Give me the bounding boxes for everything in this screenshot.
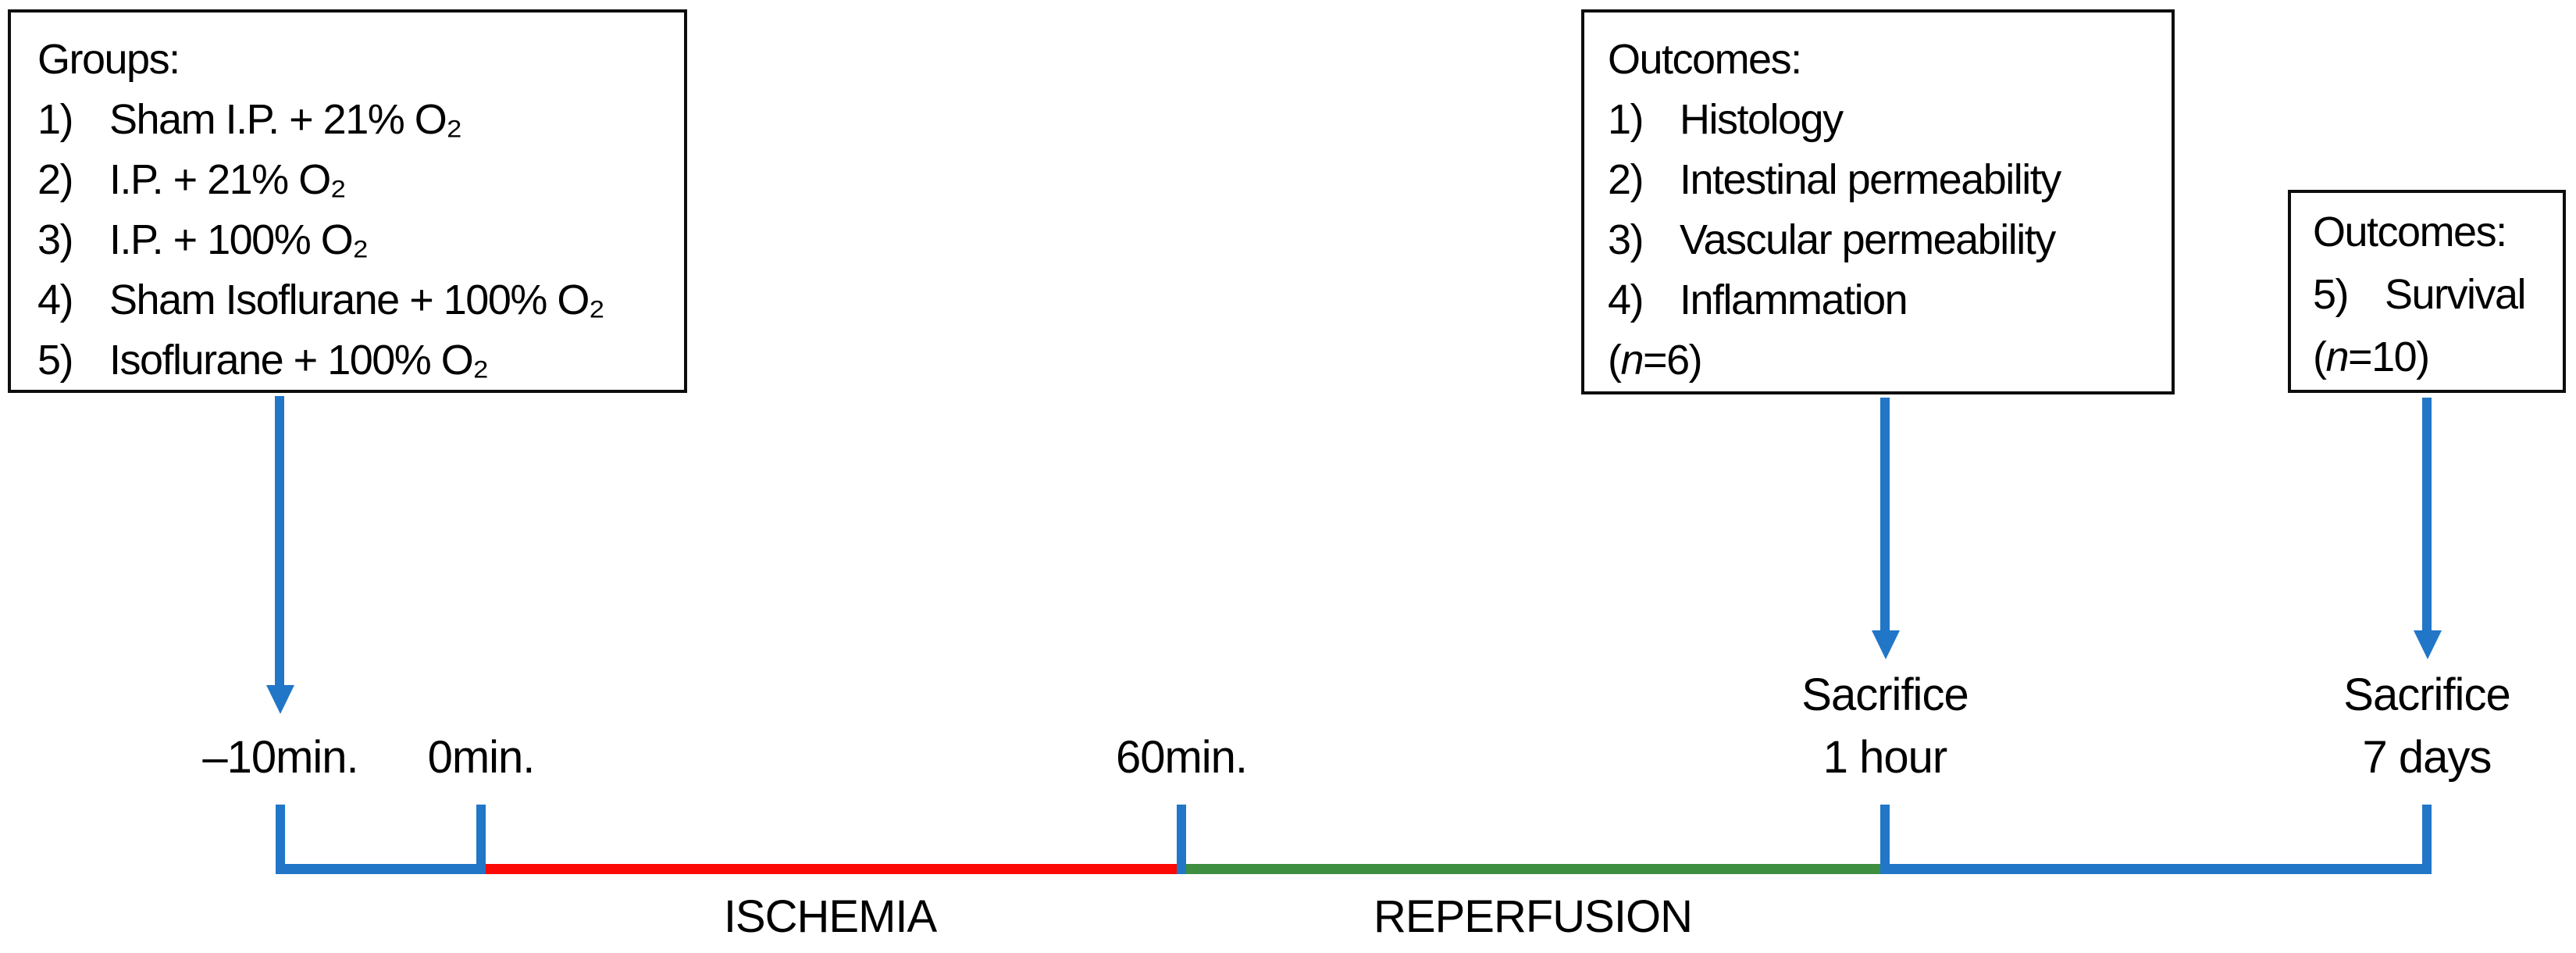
- timeline-segment-preparation: [276, 864, 486, 874]
- tick-minus10min: [276, 805, 285, 874]
- timeline-segment-followup: [1880, 864, 2432, 874]
- reperfusion-phase-label: REPERFUSION: [1374, 891, 1693, 942]
- group-item-number: 3): [37, 216, 74, 263]
- timeline-label-0min: 0min.: [427, 732, 536, 783]
- outcome-item-number: 4): [1608, 277, 1644, 323]
- timeline-label-minus10min: –10min.: [202, 732, 358, 783]
- outcome-item-label: Histology: [1680, 96, 1844, 143]
- outcome-item-number: 5): [2313, 271, 2350, 318]
- ischemia-phase-label: ISCHEMIA: [723, 891, 937, 942]
- outcome-item-number: 1): [1608, 96, 1644, 143]
- sample-size-note-n6: (n=6): [1608, 330, 2164, 391]
- group-item-number: 1): [37, 96, 74, 143]
- sacrifice-7days-line2: 7 days: [2362, 732, 2492, 783]
- timeline-segment-reperfusion: [1186, 864, 1880, 874]
- tick-sacrifice-7days: [2422, 805, 2432, 874]
- outcome-item-label: Inflammation: [1680, 277, 1908, 323]
- group-item-number: 5): [37, 337, 74, 384]
- sacrifice-1hour-line1: Sacrifice: [1801, 669, 1969, 720]
- group-item-label: I.P. + 100% O₂: [109, 216, 369, 263]
- outcome-item-5: 5) Survival: [2313, 263, 2559, 326]
- n-note-rest: =6): [1643, 337, 1703, 384]
- outcome-item-number: 2): [1608, 156, 1644, 203]
- outcome-item-label: Survival: [2385, 271, 2527, 318]
- tick-sacrifice-1hour: [1880, 805, 1890, 874]
- groups-arrow-head-icon: [266, 685, 294, 714]
- outcomes-7d-arrow-head-icon: [2414, 630, 2442, 659]
- groups-arrow-shaft: [275, 396, 284, 687]
- timeline-segment-ischemia: [486, 864, 1177, 874]
- group-item-number: 2): [37, 156, 74, 203]
- outcome-item-number: 3): [1608, 216, 1644, 263]
- outcomes-1h-title: Outcomes:: [1608, 36, 1802, 83]
- sacrifice-7days-label: Sacrifice 7 days: [2343, 664, 2510, 789]
- n-note-rest: =10): [2348, 334, 2430, 380]
- outcome-item-3: 3) Vascular permeability: [1608, 210, 2164, 270]
- group-item-1: 1) Sham I.P. + 21% O₂: [37, 90, 676, 150]
- group-item-number: 4): [37, 277, 74, 323]
- groups-box-title: Groups:: [37, 36, 180, 83]
- group-item-label: I.P. + 21% O₂: [109, 156, 347, 203]
- outcomes-1h-arrow-shaft: [1880, 398, 1890, 632]
- group-item-label: Sham I.P. + 21% O₂: [109, 96, 462, 143]
- outcomes-7d-arrow-shaft: [2422, 398, 2432, 632]
- n-note-var: n: [1620, 337, 1644, 384]
- sacrifice-1hour-line2: 1 hour: [1822, 732, 1947, 783]
- outcomes-1h-box: Outcomes: 1) Histology 2) Intestinal per…: [1581, 9, 2175, 394]
- outcomes-7d-title: Outcomes:: [2313, 209, 2507, 255]
- outcome-item-label: Intestinal permeability: [1680, 156, 2061, 203]
- sacrifice-7days-line1: Sacrifice: [2343, 669, 2510, 720]
- sample-size-note-n10: (n=10): [2313, 326, 2559, 388]
- n-note-open: (: [1608, 337, 1622, 384]
- timeline-label-60min: 60min.: [1115, 732, 1248, 783]
- group-item-4: 4) Sham Isoflurane + 100% O₂: [37, 270, 676, 330]
- outcome-item-1: 1) Histology: [1608, 90, 2164, 150]
- outcome-item-2: 2) Intestinal permeability: [1608, 150, 2164, 210]
- group-item-label: Sham Isoflurane + 100% O₂: [109, 277, 605, 323]
- outcome-item-label: Vascular permeability: [1680, 216, 2056, 263]
- outcome-item-4: 4) Inflammation: [1608, 270, 2164, 330]
- groups-box: Groups: 1) Sham I.P. + 21% O₂ 2) I.P. + …: [8, 9, 687, 393]
- tick-60min: [1177, 805, 1186, 874]
- n-note-open: (: [2313, 334, 2327, 380]
- group-item-2: 2) I.P. + 21% O₂: [37, 150, 676, 210]
- sacrifice-1hour-label: Sacrifice 1 hour: [1801, 664, 1969, 789]
- tick-0min: [476, 805, 486, 874]
- group-item-5: 5) Isoflurane + 100% O₂: [37, 330, 676, 391]
- group-item-3: 3) I.P. + 100% O₂: [37, 210, 676, 270]
- outcomes-7d-box: Outcomes: 5) Survival (n=10): [2288, 190, 2566, 393]
- outcomes-1h-arrow-head-icon: [1872, 630, 1900, 659]
- group-item-label: Isoflurane + 100% O₂: [109, 337, 489, 384]
- n-note-var: n: [2325, 334, 2349, 380]
